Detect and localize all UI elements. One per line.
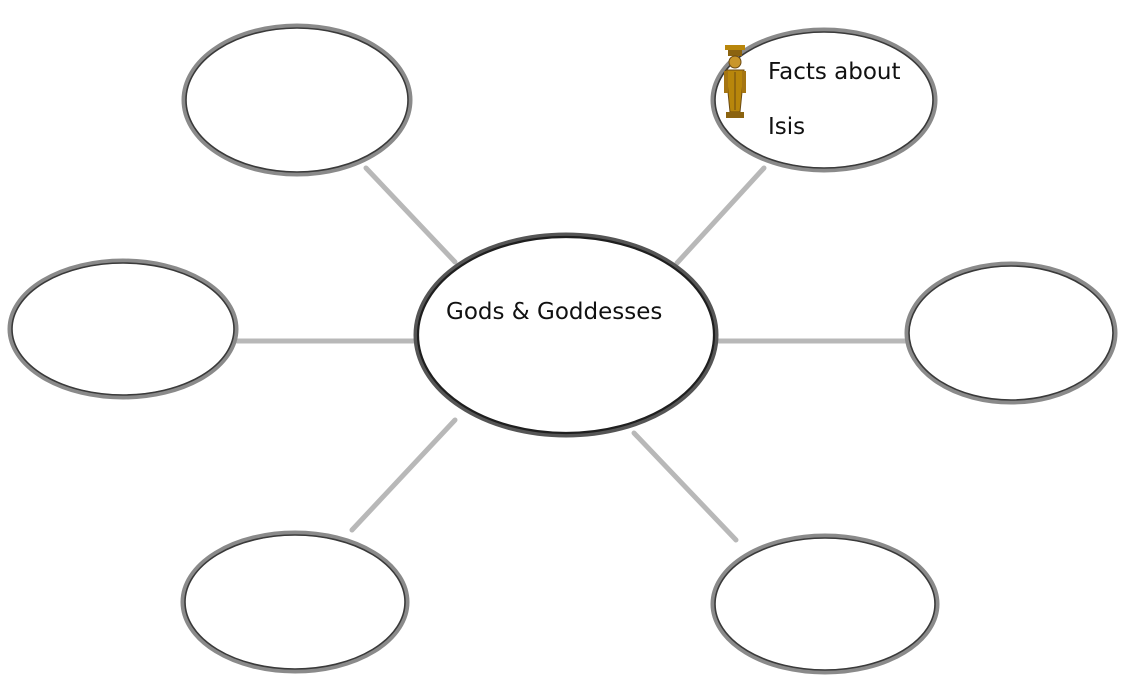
node-middle-left [7,258,239,400]
connector-top-left [363,165,458,265]
center-node: Gods & Goddesses [413,232,719,438]
connector-top-right [674,165,767,266]
connector-bottom-left [349,417,458,533]
node-top-left [181,23,413,177]
node-top-right-line-2: Isis [768,114,805,140]
node-middle-right [904,261,1118,405]
connector-bottom-right [631,430,739,543]
node-top-right-line-1: Facts about [768,59,901,85]
connectors [234,165,909,543]
node-top-right: Facts about Isis [710,27,938,173]
isis-statue-icon [724,45,746,118]
center-node-label: Gods & Goddesses [446,299,662,325]
node-bottom-right [710,533,940,675]
node-bottom-left [180,530,410,674]
